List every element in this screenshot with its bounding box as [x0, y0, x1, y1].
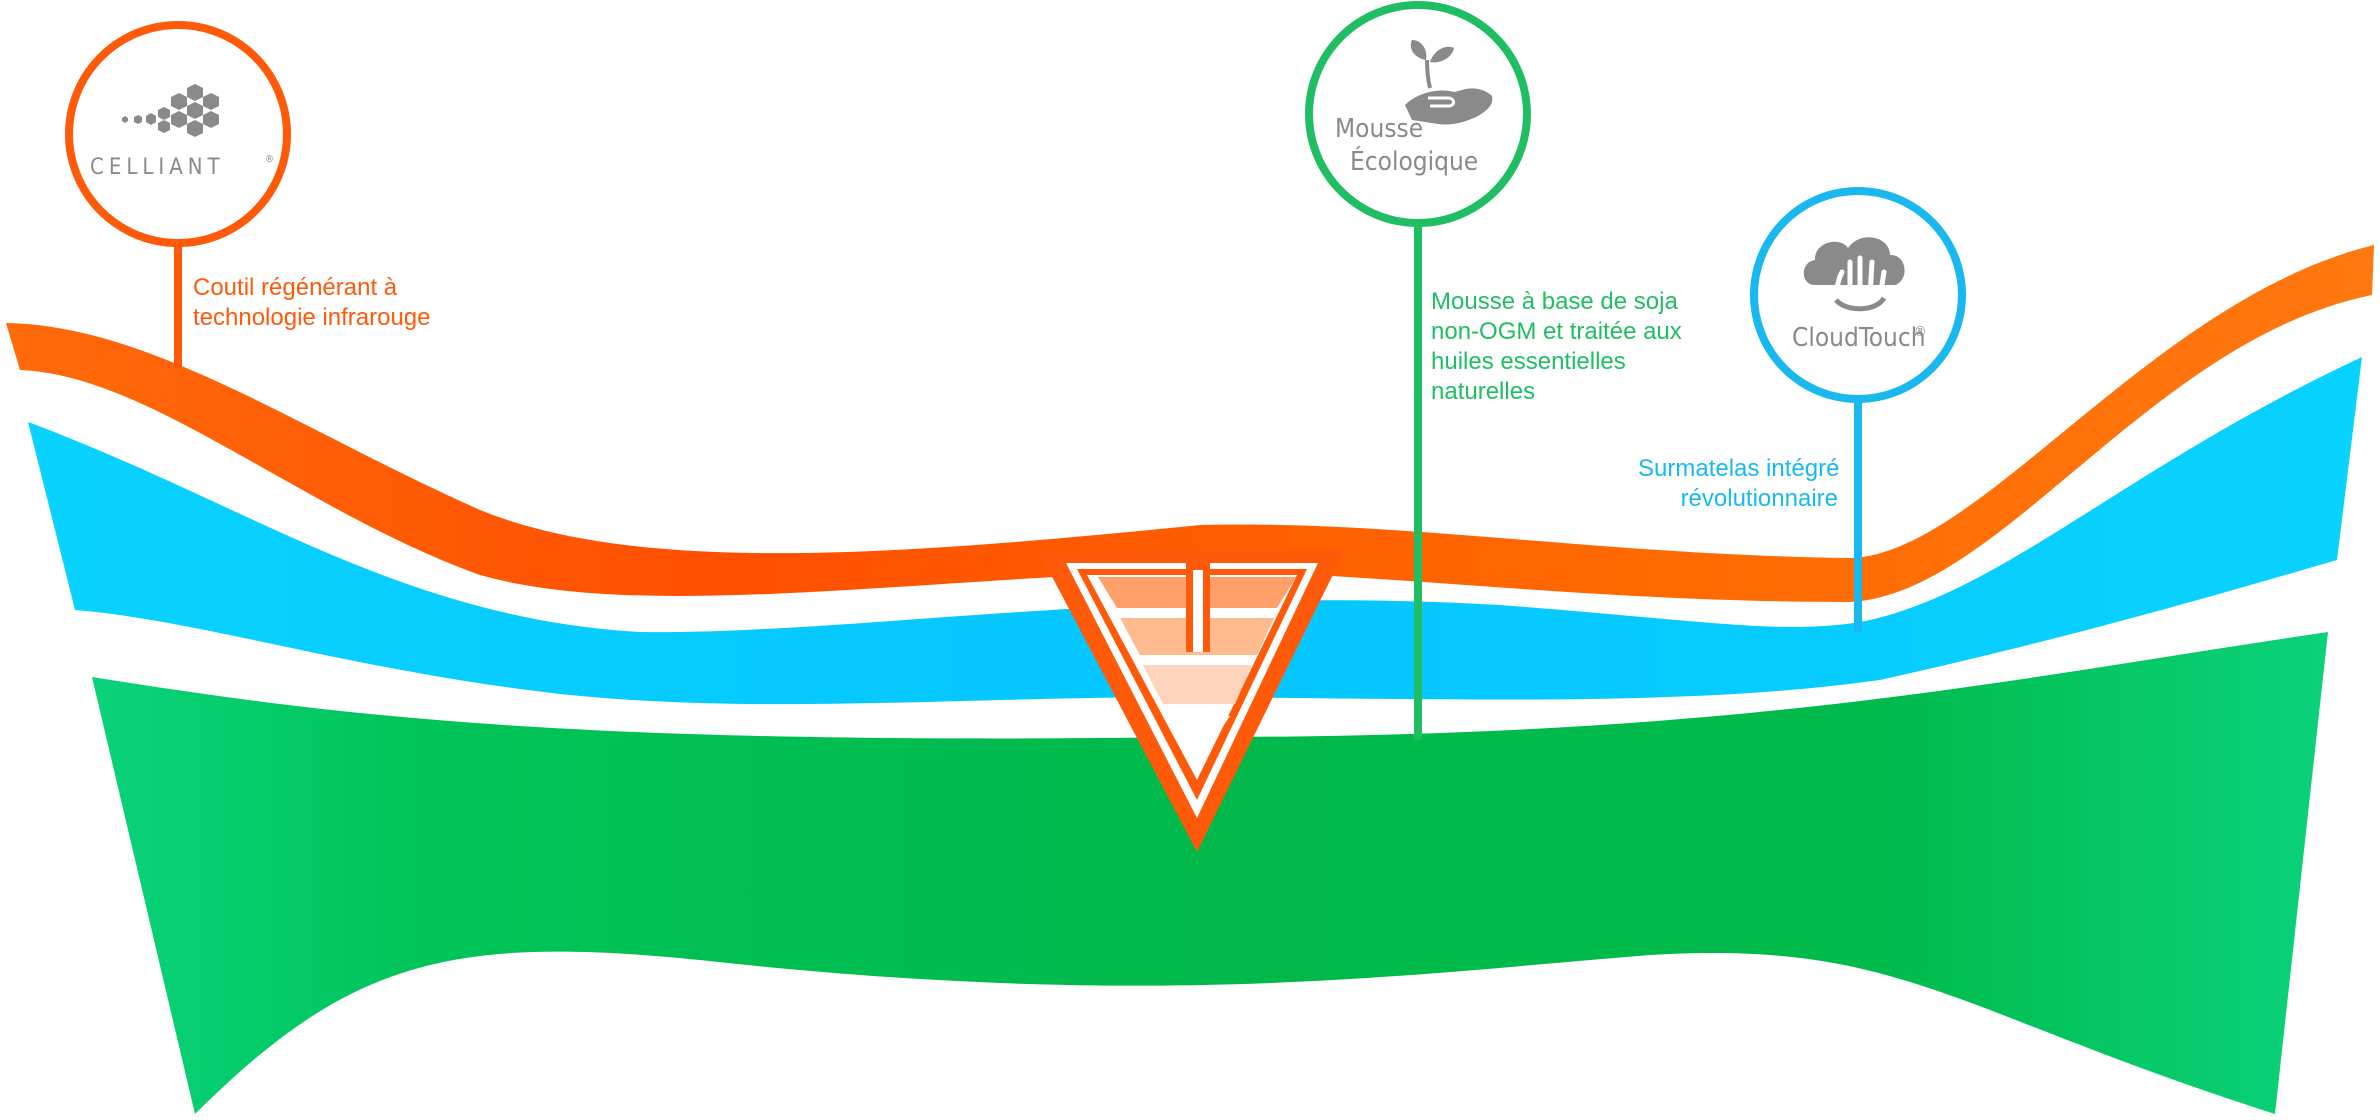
callout-cloudtouch-line-1: Surmatelas intégré: [1638, 455, 1840, 482]
mousse-logo-line1: Mousse: [1335, 114, 1423, 144]
center-emblem: [1038, 550, 1345, 852]
mousse-badge: Mousse Écologique: [1305, 1, 1531, 227]
mousse-logo-line2: Écologique: [1350, 145, 1478, 177]
honeycomb-icon: [122, 84, 219, 137]
callout-cloudtouch: Surmatelas intégré révolutionnaire: [1638, 454, 1840, 514]
celliant-badge: CELLIANT ®: [65, 21, 291, 247]
celliant-logo-text: CELLIANT: [90, 155, 225, 180]
cloudtouch-badge: CloudTouch ®: [1750, 187, 1966, 403]
callout-mousse-line-4: naturelles: [1431, 378, 1536, 405]
green-foam-layer: [92, 632, 2328, 1114]
callout-celliant: Coutil régénérant à technologie infrarou…: [193, 273, 431, 333]
callout-mousse-line-2: non-OGM et traitée aux: [1431, 318, 1682, 345]
hand-sprout-icon: [1405, 40, 1493, 125]
celliant-registered-mark: ®: [265, 154, 274, 165]
cloudtouch-registered-mark: ®: [1914, 324, 1927, 340]
callout-celliant-line-2: technologie infrarouge: [193, 304, 431, 331]
callout-mousse-line-3: huiles essentielles: [1431, 348, 1626, 375]
callout-mousse: Mousse à base de soja non-OGM et traitée…: [1431, 287, 1682, 407]
callout-mousse-line-1: Mousse à base de soja: [1431, 288, 1678, 315]
callout-celliant-line-1: Coutil régénérant à: [193, 274, 398, 301]
cloud-hand-icon: [1803, 237, 1905, 312]
callout-cloudtouch-line-2: révolutionnaire: [1680, 485, 1838, 512]
cloudtouch-logo-text: CloudTouch: [1792, 323, 1926, 353]
orange-ticking-layer: [6, 245, 2374, 602]
